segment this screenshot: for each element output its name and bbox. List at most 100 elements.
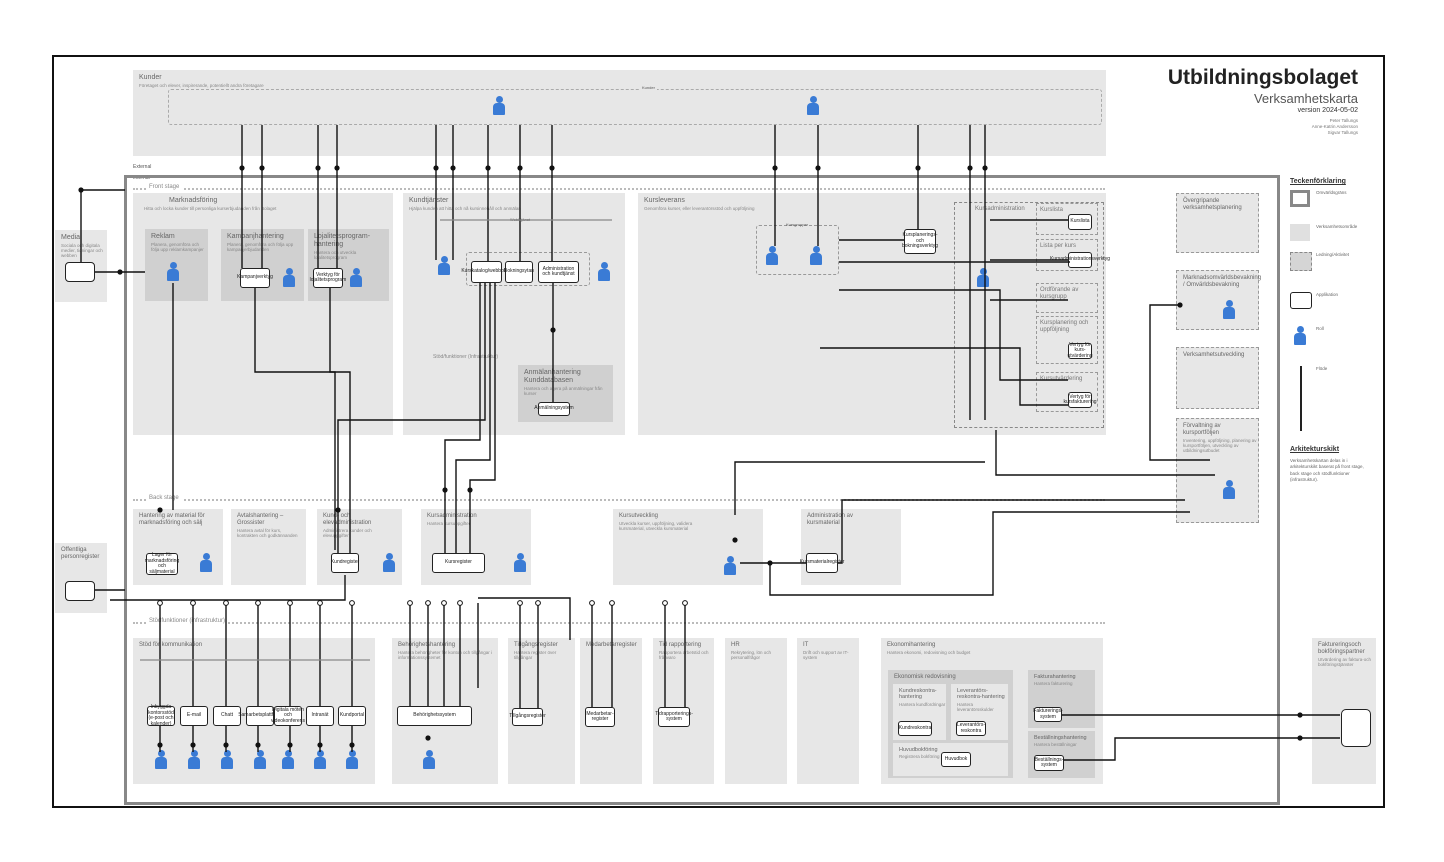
kund-role-icon [493,96,505,116]
overgrip-title: Övergripande verksamhetsplanering [1183,198,1242,211]
levreskontra-app[interactable]: Leverantörs-reskontra [956,721,986,736]
material-role-icon [200,553,212,573]
reklam-desc: Planera, genomföra och följa upp reklamk… [151,242,204,253]
kursadmin-item-2 [1036,239,1098,271]
kursutv-role-icon [724,556,736,576]
legend-item-0: Omvärldsgräns [1316,190,1347,195]
front-stage-label: Front stage [146,184,183,190]
kursadmin-app-1[interactable]: Kurslista [1068,214,1092,230]
behorighetssystem-app[interactable]: Behörighetssystem [397,706,472,726]
hr-desc: Rekrytering, lön och personalfrågor [731,649,772,661]
komm-app-6[interactable]: Intranät [306,706,334,726]
kursadmin-app-4[interactable]: Vertyg för kursfakturering [1063,392,1097,408]
front-stage-divider [133,188,1105,190]
forv-desc: Inventering, uppföljning, planering av k… [1183,437,1257,454]
komm-app-7[interactable]: Kundportal [338,706,366,726]
authors: Peter Tallungs Anne-Katrin Andersson Sig… [1311,118,1358,135]
omv-role-icon [1223,300,1235,320]
reklam-role-icon [167,262,179,282]
stod-stage-label: Stödfunktioner (infrastruktur) [146,618,229,624]
komm-app-1[interactable]: Inbyggda kontorsstöd (e-post och kalende… [147,704,175,727]
anmalningssystem-app[interactable]: Anmälningsystem [534,402,574,416]
marknad-title: Marknadsföring [169,197,218,204]
komm-role-icon [155,750,167,770]
kunder-inner-label: Kunder [640,85,657,91]
material-app[interactable]: Lager för marknadsföring och säljmateria… [144,552,180,575]
kundres-title: Kundreskontra-hantering [899,688,937,701]
kursadmin-item-5 [1036,372,1098,412]
kunder-inner-box [168,89,1102,125]
kundres-desc: Hantera kundfordringar [899,701,946,707]
kursadmin-box [954,202,1104,428]
media-box[interactable] [65,262,95,282]
komm-app-3[interactable]: Chatt [213,706,241,726]
tid-title: Tid rapportering [659,642,702,648]
tillgangsregister-app[interactable]: Tillgångsregister [509,708,546,726]
tillg-desc: Hantera register över tillgångar [514,649,557,661]
zone-verksamhetsutveckling: Verksamhetsutveckling [1176,347,1259,409]
komm-role-icon [221,750,233,770]
beh-role-icon [423,750,435,770]
legend-arch-text: Verksamhetskartan delas in i arkitekturs… [1290,458,1364,482]
levres-title: Leverantörs-reskontra-hantering [957,688,1005,701]
anmalan-desc: Hantera och agera på anmälningar från ku… [524,386,603,397]
komm-role-icon [254,750,266,770]
tidrapport-app[interactable]: Tidrapporterings-system [655,707,693,727]
kundtjanst-app-2[interactable]: Bokningsytan [504,261,534,283]
kampanj-desc: Planera, genomföra och följa upp kampanj… [227,242,294,253]
kursplanering-app[interactable]: Kursplanerings- och bokningsverktyg [902,229,938,254]
huvud-title: Huvudbokföring [899,747,938,753]
internal-boundary [124,175,1280,805]
kursregister-app[interactable]: Kursregister [432,553,485,573]
legend-item-2: Ledning/Aktivitet [1316,252,1350,257]
medarbetarregister-app[interactable]: Medarbetar-register [585,707,615,727]
best-desc: Hantera beställningar [1034,742,1077,748]
fakt-title: Fakturahantering [1034,674,1076,680]
kundtjanst-title: Kundtjänster [409,197,449,204]
beh-title: Behörighetshantering [398,642,456,648]
levres-desc: Hantera leverantörsskulder [957,701,994,712]
faktureringssystem-app[interactable]: Fakturerings-system [1033,707,1063,722]
kundregister-app[interactable]: Kundregister [331,553,359,573]
back-stage-label: Back stage [146,495,182,501]
kursadmin-app-3[interactable]: Vertyg för kurs-utvärdering [1067,341,1093,359]
offentliga-box[interactable] [65,581,95,601]
kund-role-icon [807,96,819,116]
fakt-partner-box[interactable] [1341,709,1371,747]
kursadmin-item-label-3: Ordförande av kursgrupp [1040,287,1079,300]
kursadmin-item-3 [1036,283,1098,313]
komm-app-4[interactable]: Samarbetsplattform [238,706,282,726]
bestallningssystem-app[interactable]: Beställnings-system [1034,755,1064,771]
lojal-title: Lojalitetsprogram-hantering [314,233,371,249]
title-block: Utbildningsbolaget Verksamhetskarta vers… [1168,66,1358,136]
avtal-desc: Hantera avtal för kurs, kontrakten och g… [237,527,298,538]
kundtjanst-role-icon [438,256,450,276]
verks-title: Verksamhetsutveckling [1183,352,1245,358]
kursadmin-app-2[interactable]: Kursadministrationsverktyg [1050,252,1110,268]
forv-role-icon [1223,480,1235,500]
legend-arch-title: Arkitekturskikt [1290,446,1340,453]
kundtjanst-app-1[interactable]: Kurskatalog/webbplats [461,261,512,283]
lojalitetsverktyg-app[interactable]: Verktyg för lojalitetsprogram [310,268,346,288]
kursmaterialregister-app[interactable]: Kursmaterialregister [800,553,844,573]
huvudbok-app[interactable]: Huvudbok [941,752,971,767]
komm-app-5[interactable]: Digitala möten och videokonferens [271,706,305,726]
version-label: version 2024-05-02 [1297,107,1358,114]
page-title: Utbildningsbolaget [1167,66,1358,89]
reklam-title: Reklam [151,233,175,240]
kundreskontra-app[interactable]: Kundreskontra [898,721,932,736]
kampanj-title: Kampanjhantering [227,233,284,240]
kundtjanst-app-3[interactable]: Administration och kundtjänst [538,261,579,283]
it-title: IT [803,642,809,648]
komm-app-2[interactable]: E-mail [180,706,208,726]
kampanjverktyg-app[interactable]: Kampanjverktyg [237,268,273,288]
kursadmin-title: Kursadministration [975,206,1025,212]
legend-title: Teckenförklaring [1290,178,1346,185]
avtal-title: Avtalshantering – Grossister [237,513,284,526]
zone-overgripande: Övergripande verksamhetsplanering [1176,193,1259,253]
